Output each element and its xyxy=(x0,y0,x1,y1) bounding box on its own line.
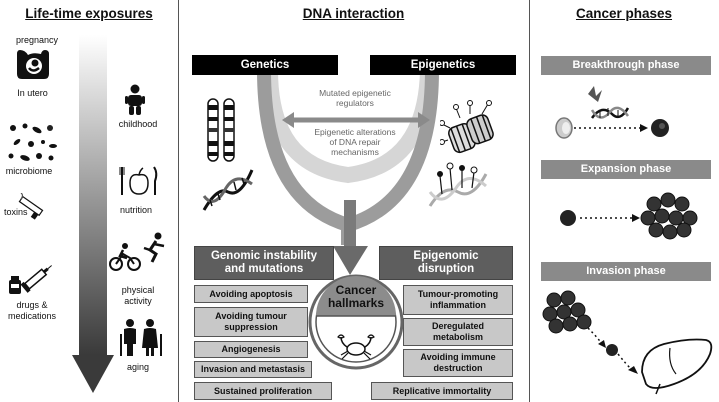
syringe-pills-icon xyxy=(9,265,52,294)
breakthrough-phase-box: Breakthrough phase xyxy=(541,56,711,75)
mutated-regulators-label: Mutated epigenetic regulators xyxy=(319,88,391,108)
pregnancy-icon xyxy=(17,50,49,79)
hallmark-avoiding-tumour-suppression: Avoiding tumour suppression xyxy=(194,307,308,337)
hallmark-replicative-immortality: Replicative immortality xyxy=(371,382,513,400)
divider-left xyxy=(178,0,179,402)
dna-helix-icon xyxy=(202,169,254,211)
dna-interaction-curves xyxy=(257,69,439,275)
cycling-running-icon xyxy=(109,232,165,271)
genetics-bar: Genetics xyxy=(192,55,338,75)
hallmark-avoiding-immune-destruction: Avoiding immune destruction xyxy=(403,349,513,377)
breakthrough-illustration xyxy=(555,86,669,139)
genomic-instability-box: Genomic instability and mutations xyxy=(194,246,334,280)
hallmark-tumour-promoting-inflammation: Tumour-promoting inflammation xyxy=(403,285,513,315)
hallmark-angiogenesis: Angiogenesis xyxy=(194,341,308,358)
hallmark-invasion-metastasis: Invasion and metastasis xyxy=(194,361,312,378)
chromosome-icon xyxy=(207,98,235,162)
heading-life-time-exposures: Life-time exposures xyxy=(25,6,153,21)
label-aging: aging xyxy=(126,362,150,372)
hallmark-avoiding-apoptosis: Avoiding apoptosis xyxy=(194,285,308,303)
hallmark-deregulated-metabolism: Deregulated metabolism xyxy=(403,318,513,346)
heading-cancer-phases: Cancer phases xyxy=(575,6,673,21)
apple-cutlery-icon xyxy=(119,166,158,195)
label-toxins: toxins xyxy=(4,207,28,217)
microbiome-icon xyxy=(8,123,57,161)
cancer-hallmarks-label: Cancer hallmarks xyxy=(327,283,385,310)
divider-right xyxy=(529,0,530,402)
expansion-phase-box: Expansion phase xyxy=(541,160,711,179)
epigenetics-bar: Epigenetics xyxy=(370,55,516,75)
crab-icon xyxy=(337,334,375,360)
nucleosome-icon xyxy=(440,100,494,154)
label-activity: activity xyxy=(124,296,152,306)
label-physical: physical xyxy=(121,285,155,295)
heading-dna-interaction: DNA interaction xyxy=(302,6,405,21)
expansion-illustration xyxy=(560,192,698,240)
label-childhood: childhood xyxy=(118,119,158,129)
label-drugs: drugs & xyxy=(16,300,48,310)
invasion-phase-box: Invasion phase xyxy=(541,262,711,281)
label-pregnancy: pregnancy xyxy=(16,35,59,45)
cigarette-icon xyxy=(18,193,44,220)
cancer-hallmarks-circle xyxy=(308,274,404,370)
epigenomic-disruption-box: Epigenomic disruption xyxy=(379,246,513,280)
invasion-illustration xyxy=(542,290,713,395)
hallmark-sustained-proliferation: Sustained proliferation xyxy=(194,382,332,400)
epigenetic-alterations-label: Epigenetic alterations of DNA repair mec… xyxy=(314,127,396,157)
timeline-arrow xyxy=(72,35,114,393)
label-in-utero: In utero xyxy=(17,88,48,98)
child-icon xyxy=(125,84,145,115)
label-microbiome: microbiome xyxy=(5,166,53,176)
methylated-dna-icon xyxy=(428,162,488,207)
label-nutrition: nutrition xyxy=(119,205,153,215)
elderly-couple-icon xyxy=(120,319,162,356)
label-medications: medications xyxy=(7,311,57,321)
